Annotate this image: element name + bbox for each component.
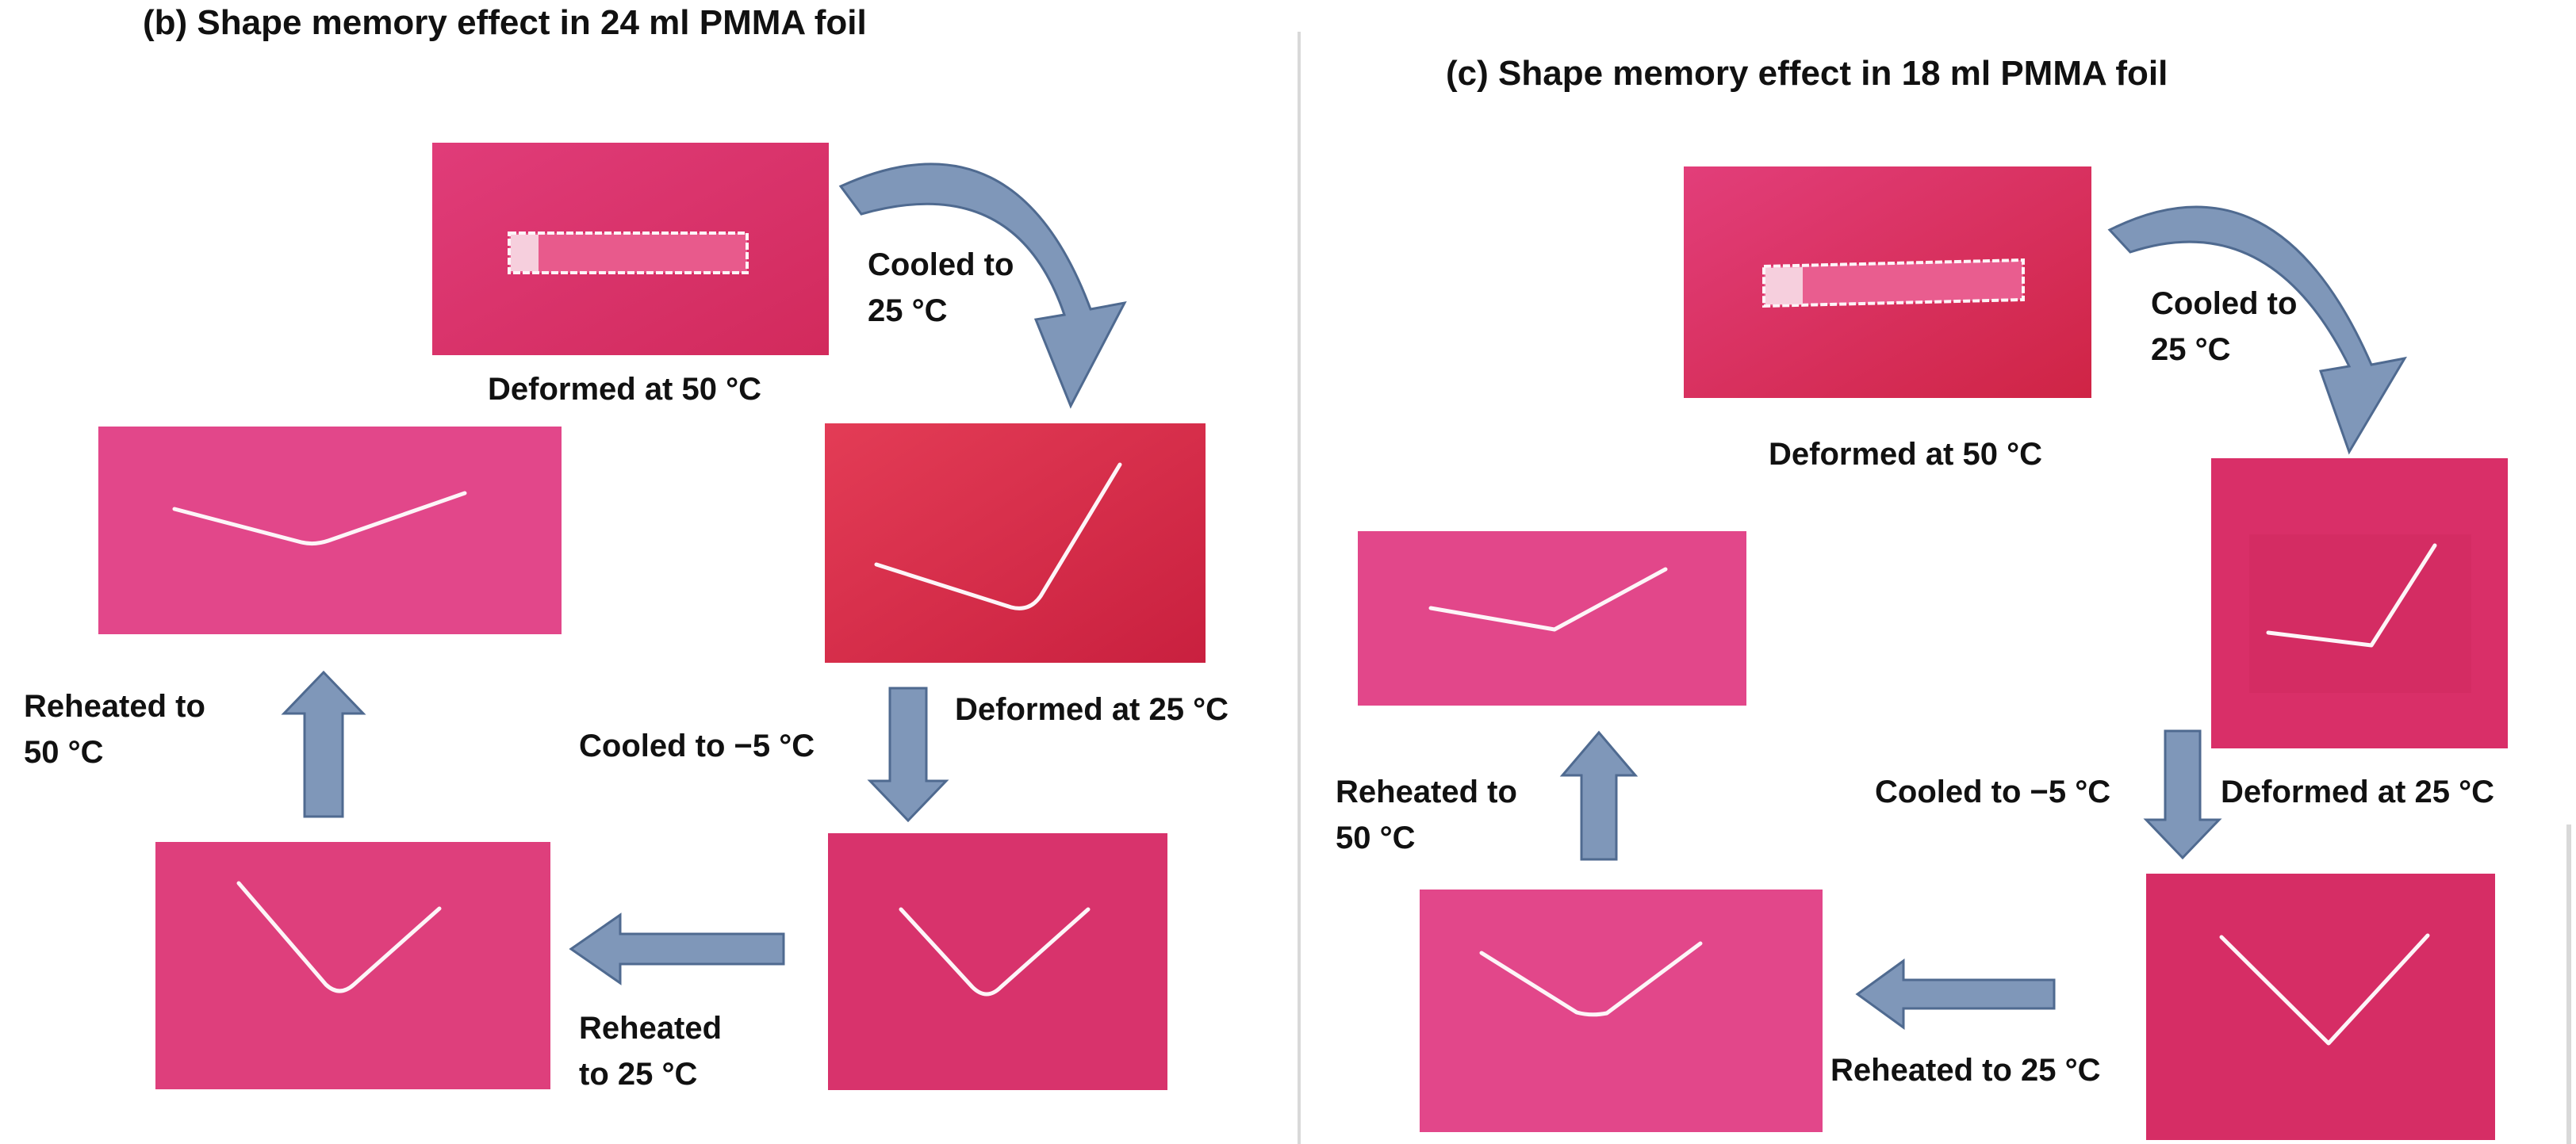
panel-divider — [1298, 32, 1301, 1144]
right-edge-line — [2566, 825, 2571, 1144]
label-cooled-minus5: Cooled to −5 °C — [1875, 775, 2111, 809]
label-reheated-50: Reheated to 50 °C — [1336, 775, 1517, 855]
photo-reheated-25 — [1420, 890, 1823, 1132]
photo-deformed-25 — [825, 423, 1206, 663]
label-deformed-25: Deformed at 25 °C — [2221, 775, 2494, 809]
photo-cooled-minus5 — [2146, 874, 2495, 1140]
label-deformed-50: Deformed at 50 °C — [1769, 437, 2042, 472]
label-reheated-50: Reheated to 50 °C — [24, 689, 205, 770]
arrow-cooled-minus5 — [867, 687, 949, 823]
panel-c: (c) Shape memory effect in 18 ml PMMA fo… — [1301, 0, 2576, 1144]
label-cooled-25: Cooled to 25 °C — [2151, 286, 2298, 367]
label-cooled-25: Cooled to 25 °C — [868, 247, 1014, 328]
panel-b-title: (b) Shape memory effect in 24 ml PMMA fo… — [143, 3, 867, 42]
label-reheated-25: Reheated to 25 °C — [579, 1011, 723, 1092]
photo-reheated-50 — [1358, 531, 1746, 706]
photo-reheated-25 — [155, 842, 550, 1089]
arrow-reheated-50 — [281, 670, 366, 818]
photo-deformed-25 — [2211, 458, 2508, 748]
photo-reheated-50 — [98, 427, 562, 634]
photo-deformed-50 — [432, 143, 829, 355]
panel-b: (b) Shape memory effect in 24 ml PMMA fo… — [24, 3, 1229, 1092]
label-deformed-50: Deformed at 50 °C — [488, 372, 761, 407]
label-reheated-25: Reheated to 25 °C — [1830, 1053, 2101, 1088]
arrow-reheated-50 — [1559, 730, 1639, 861]
photo-cooled-minus5 — [828, 833, 1167, 1090]
label-cooled-minus5: Cooled to −5 °C — [579, 729, 815, 763]
arrow-reheated-25 — [1855, 958, 2056, 1030]
photo-deformed-50 — [1684, 166, 2091, 398]
panel-c-title: (c) Shape memory effect in 18 ml PMMA fo… — [1446, 54, 2168, 93]
arrow-cooled-minus5 — [2143, 729, 2222, 860]
arrow-reheated-25 — [569, 913, 785, 985]
label-deformed-25: Deformed at 25 °C — [955, 692, 1229, 727]
